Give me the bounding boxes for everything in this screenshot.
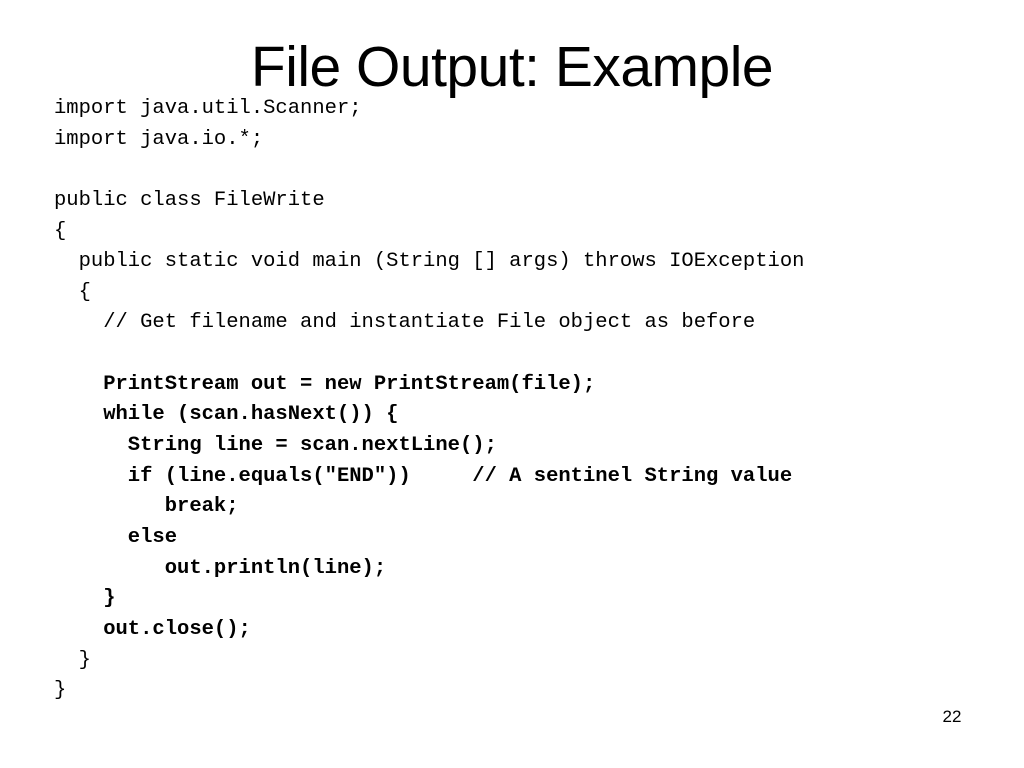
code-line: import java.io.*; (54, 127, 264, 151)
code-line: while (scan.hasNext()) { (54, 403, 399, 427)
code-line: break; (54, 495, 239, 519)
code-line (54, 155, 804, 186)
code-line: String line = scan.nextLine(); (54, 434, 497, 458)
code-line: out.println(line); (54, 556, 387, 580)
page-number: 22 (942, 707, 962, 726)
code-line: PrintStream out = new PrintStream(file); (54, 372, 596, 396)
code-line: { (54, 280, 91, 304)
code-line: else (54, 525, 178, 549)
slide-title: File Output: Example (250, 35, 774, 99)
code-line (54, 339, 804, 370)
code-line: import java.util.Scanner; (54, 97, 362, 120)
code-line: out.close(); (54, 617, 251, 641)
code-line: public class FileWrite (54, 188, 325, 212)
code-line: } (54, 587, 116, 611)
code-line: // Get filename and instantiate File obj… (54, 311, 756, 335)
code-line: } (54, 648, 91, 672)
code-line: } (54, 679, 67, 703)
code-line: public static void main (String [] args)… (54, 250, 805, 274)
code-line: if (line.equals("END")) // A sentinel St… (54, 464, 793, 488)
code-block: import java.util.Scanner; import java.io.… (54, 94, 804, 707)
code-line: { (54, 219, 67, 243)
